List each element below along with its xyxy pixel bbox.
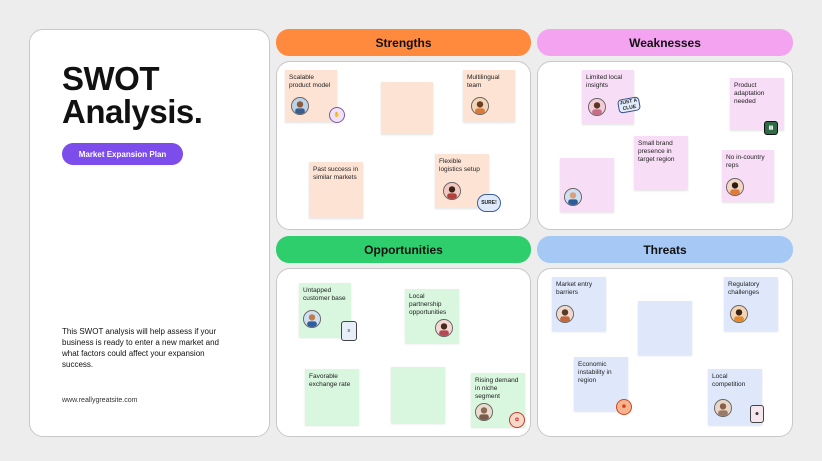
plan-badge[interactable]: Market Expansion Plan [62, 143, 183, 165]
sticky-note[interactable]: Market entry barriers [552, 277, 606, 331]
sure-sticker-icon: SURE! [477, 194, 501, 212]
note-text: Past success in similar markets [313, 166, 359, 181]
sticky-note-blank[interactable] [381, 82, 433, 134]
avatar [471, 97, 489, 115]
sticky-note[interactable]: Regulatory challenges [724, 277, 778, 331]
opportunities-header[interactable]: Opportunities [276, 236, 531, 263]
sticky-note[interactable]: No in-country reps [722, 150, 774, 202]
threats-panel: Market entry barriers Regulatory challen… [537, 268, 793, 437]
paper-sticker-icon: ≡ [341, 321, 357, 341]
weaknesses-panel: Limited local insights JUST A CLUE Produ… [537, 61, 793, 230]
page-title: SWOT Analysis. [62, 60, 203, 130]
avatar [714, 399, 732, 417]
description-text: This SWOT analysis will help assess if y… [62, 327, 219, 369]
avatar [588, 98, 606, 116]
avatar [556, 305, 574, 323]
note-text: Local competition [712, 373, 746, 388]
sticker-icon: ▤ [764, 121, 778, 135]
avatar [303, 310, 321, 328]
note-text: Favorable exchange rate [309, 373, 351, 388]
note-text: Local partnership opportunities [409, 293, 447, 316]
note-text: Scalable product model [289, 74, 331, 89]
sticky-note[interactable]: Small brand presence in target region [634, 136, 688, 190]
note-text: Untapped customer base [303, 287, 346, 302]
website-link[interactable]: www.reallygreatsite.com [62, 397, 138, 404]
sticky-note[interactable]: Multilingual team [463, 70, 515, 122]
note-text: Economic instability in region [578, 361, 612, 384]
badge-sticker-icon: ✿ [509, 412, 525, 428]
note-text: No in-country reps [726, 154, 765, 169]
avatar [291, 97, 309, 115]
note-text: Multilingual team [467, 74, 500, 89]
note-text: Flexible logistics setup [439, 158, 480, 173]
avatar [730, 305, 748, 323]
title-line-2: Analysis. [62, 93, 203, 130]
sticker-icon: ☻ [750, 405, 764, 423]
avatar [475, 403, 493, 421]
sticky-note-blank[interactable] [391, 367, 445, 423]
sticky-note[interactable]: Local partnership opportunities [405, 289, 459, 343]
avatar [726, 178, 744, 196]
hand-sticker-icon: ✋ [329, 107, 345, 123]
flower-sticker-icon: ✺ [616, 399, 632, 415]
avatar [564, 188, 582, 206]
note-text: Limited local insights [586, 74, 623, 89]
weaknesses-header[interactable]: Weaknesses [537, 29, 793, 56]
clue-sticker-icon: JUST A CLUE [616, 96, 642, 114]
avatar [443, 182, 461, 200]
note-text: Regulatory challenges [728, 281, 760, 296]
sticky-note-blank[interactable] [638, 301, 692, 355]
sticky-note[interactable]: Favorable exchange rate [305, 369, 359, 425]
strengths-header[interactable]: Strengths [276, 29, 531, 56]
sticky-note[interactable]: Limited local insights [582, 70, 634, 124]
title-line-1: SWOT [62, 60, 159, 97]
threats-header[interactable]: Threats [537, 236, 793, 263]
sticky-note-blank[interactable] [560, 158, 614, 212]
note-text: Rising demand in niche segment [475, 377, 519, 400]
sticky-note[interactable]: Rising demand in niche segment [471, 373, 525, 427]
sticky-note[interactable]: Scalable product model [285, 70, 337, 122]
note-text: Market entry barriers [556, 281, 593, 296]
note-text: Small brand presence in target region [638, 140, 675, 163]
sticky-note[interactable]: Past success in similar markets [309, 162, 363, 218]
note-text: Product adaptation needed [734, 82, 765, 105]
opportunities-panel: Untapped customer base ≡ Local partnersh… [276, 268, 531, 437]
avatar [435, 319, 453, 337]
strengths-panel: Scalable product model ✋ Multilingual te… [276, 61, 531, 230]
intro-panel: SWOT Analysis. Market Expansion Plan Thi… [29, 29, 270, 437]
